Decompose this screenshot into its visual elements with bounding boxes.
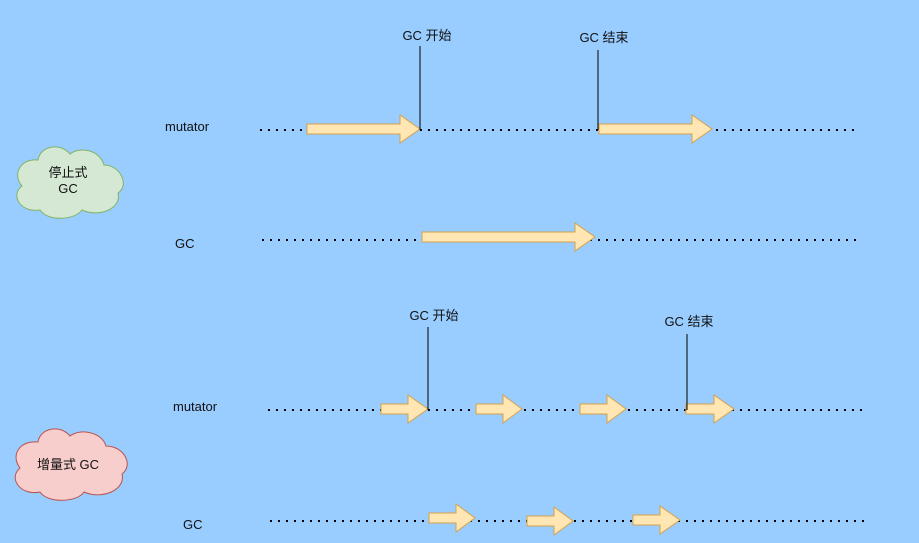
gc-row-label: GC bbox=[183, 517, 203, 532]
gc-arrow bbox=[421, 222, 596, 252]
stop-the-world-section: 停止式 GC mutator GC GC 开始 GC 结束 bbox=[16, 28, 858, 252]
incremental-cloud: 增量式 GC bbox=[14, 428, 128, 501]
mutator-arrow bbox=[685, 394, 735, 424]
gc-start-label: GC 开始 bbox=[409, 308, 458, 323]
mutator-arrow bbox=[475, 394, 523, 424]
cloud-label-line1: 停止式 bbox=[48, 165, 87, 180]
cloud-label: 增量式 GC bbox=[37, 457, 99, 472]
gc-arrow bbox=[632, 505, 681, 535]
mutator-row-label: mutator bbox=[173, 399, 218, 414]
mutator-row-label: mutator bbox=[165, 119, 210, 134]
gc-start-label: GC 开始 bbox=[402, 28, 451, 43]
gc-arrow bbox=[428, 503, 476, 533]
mutator-arrow bbox=[598, 114, 713, 144]
incremental-section: 增量式 GC mutator GC GC 开始 bbox=[14, 308, 866, 536]
stop-the-world-cloud: 停止式 GC bbox=[16, 146, 124, 219]
mutator-arrow bbox=[380, 394, 429, 424]
cloud-shape-pink bbox=[14, 428, 128, 501]
gc-arrow bbox=[526, 506, 574, 536]
gc-row-label: GC bbox=[175, 236, 195, 251]
gc-end-label: GC 结束 bbox=[579, 30, 628, 45]
mutator-arrow bbox=[306, 114, 421, 144]
gc-end-label: GC 结束 bbox=[664, 314, 713, 329]
cloud-label-line2: GC bbox=[58, 181, 78, 196]
cloud-shape-green bbox=[16, 146, 124, 219]
mutator-arrow bbox=[579, 394, 627, 424]
